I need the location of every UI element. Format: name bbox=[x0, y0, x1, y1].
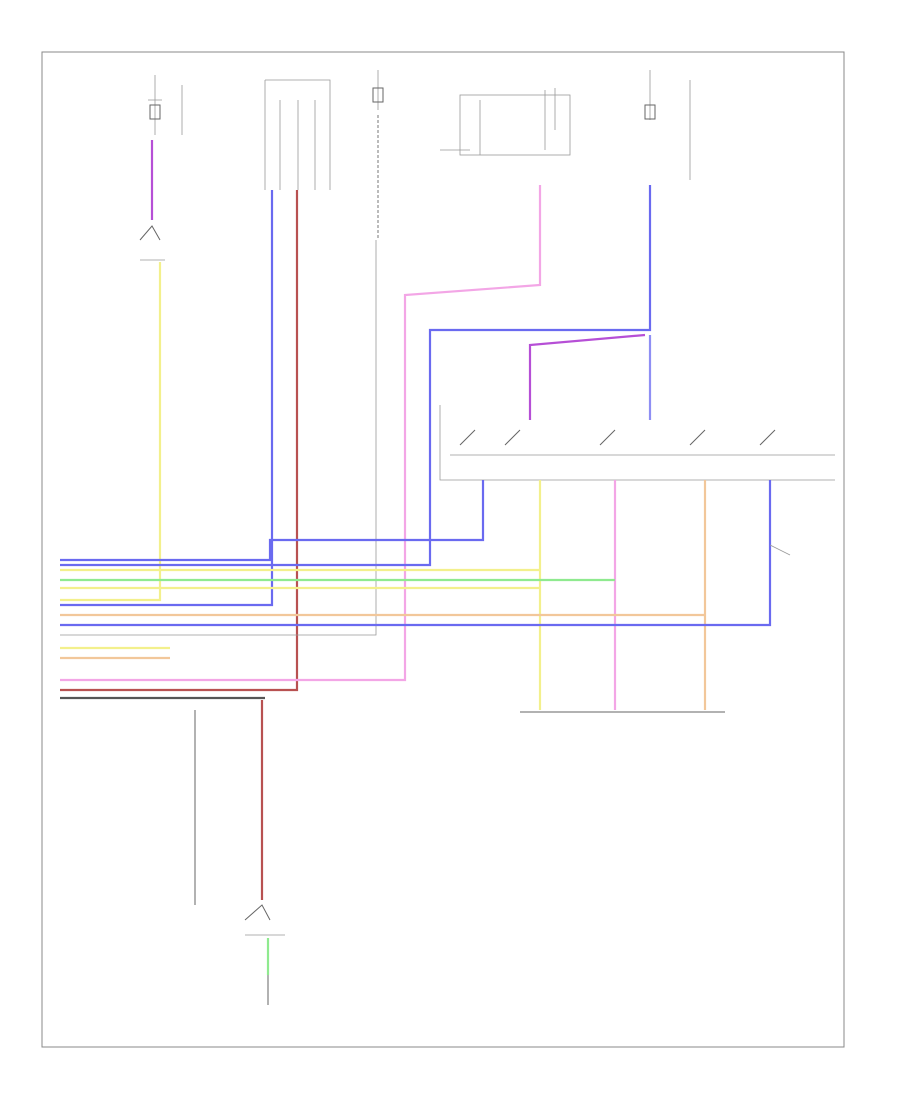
wire-blue-d bbox=[60, 480, 485, 562]
diagram-frame bbox=[41, 51, 845, 1048]
switch-bottom bbox=[244, 904, 285, 936]
wire-pink-a bbox=[60, 185, 542, 682]
fuse-block-right bbox=[644, 70, 691, 180]
switch-left bbox=[139, 225, 165, 261]
wire-gray-a bbox=[60, 240, 377, 636]
wire-violet-b bbox=[528, 333, 646, 420]
relay-block-center bbox=[264, 79, 331, 190]
relay-top-right bbox=[440, 88, 571, 156]
wire-blue-b bbox=[60, 185, 652, 567]
wire-yellow-main bbox=[60, 262, 162, 602]
switch-module bbox=[439, 405, 835, 481]
fuse-block-left bbox=[148, 75, 183, 135]
wire-blue-a bbox=[60, 190, 274, 607]
wire-red-a bbox=[60, 190, 299, 692]
wire-blue-e bbox=[60, 480, 772, 627]
fuse-block-center bbox=[372, 70, 384, 240]
connector-stub-right bbox=[769, 544, 791, 556]
